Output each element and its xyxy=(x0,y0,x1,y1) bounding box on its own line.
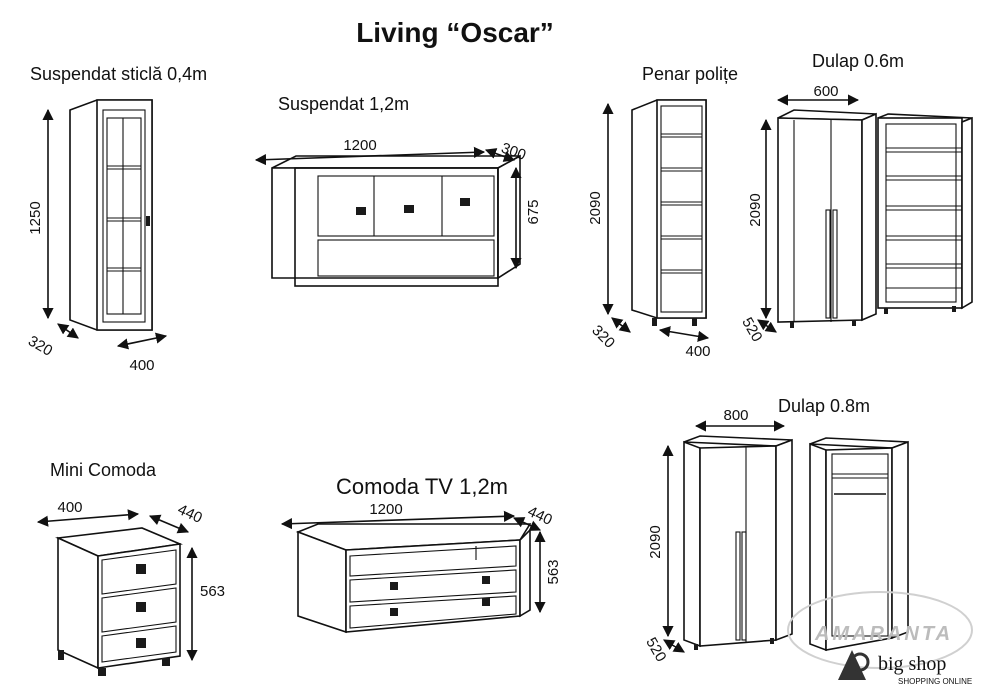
watermark-tagline: SHOPPING ONLINE xyxy=(898,677,972,686)
dulap-06-group: Dulap 0.6m 600 2090 5 xyxy=(738,51,973,345)
mini-comoda-width: 400 xyxy=(57,499,82,516)
suspendat-sticla-group: Suspendat sticlă 0,4m 1250 320 400 xyxy=(25,64,207,374)
mini-comoda-height: 563 xyxy=(200,583,225,600)
bigshop-logo-icon xyxy=(838,650,870,680)
page-title: Living “Oscar” xyxy=(356,17,554,48)
comoda-tv-width: 1200 xyxy=(369,501,402,518)
suspendat-12-width: 1200 xyxy=(343,137,376,154)
dulap-08-width: 800 xyxy=(723,407,748,424)
suspendat-12-group: Suspendat 1,2m 1200 300 675 xyxy=(254,94,542,287)
watermark-brand: big shop xyxy=(878,653,946,675)
penar-height: 2090 xyxy=(587,191,604,224)
mini-comoda-depth: 440 xyxy=(175,501,205,527)
penar-group: Penar polițe 2090 320 400 xyxy=(587,64,738,360)
dulap-06-height: 2090 xyxy=(747,193,764,226)
watermark-mark: AMARANTA xyxy=(814,623,953,645)
mini-comoda-group: Mini Comoda 400 440 563 xyxy=(36,460,225,676)
dulap-06-label: Dulap 0.6m xyxy=(812,51,904,71)
watermark: AMARANTA big shop SHOPPING ONLINE xyxy=(787,591,973,686)
penar-label: Penar polițe xyxy=(642,64,738,84)
dulap-06-width: 600 xyxy=(813,83,838,100)
penar-depth: 320 xyxy=(588,322,618,352)
dulap-06-depth: 520 xyxy=(738,315,765,345)
dulap-08-group: Dulap 0.8m 800 2090 520 xyxy=(642,396,909,665)
suspendat-sticla-height: 1250 xyxy=(27,201,44,234)
suspendat-sticla-label: Suspendat sticlă 0,4m xyxy=(30,64,207,84)
suspendat-12-height: 675 xyxy=(525,199,542,224)
mini-comoda-label: Mini Comoda xyxy=(50,460,157,480)
dulap-08-label: Dulap 0.8m xyxy=(778,396,870,416)
suspendat-12-label: Suspendat 1,2m xyxy=(278,94,409,114)
comoda-tv-height: 563 xyxy=(545,559,562,584)
comoda-tv-label: Comoda TV 1,2m xyxy=(336,474,508,499)
penar-width: 400 xyxy=(685,343,710,360)
suspendat-sticla-width: 400 xyxy=(129,357,154,374)
dulap-08-height: 2090 xyxy=(647,525,664,558)
comoda-tv-group: Comoda TV 1,2m 1200 440 563 xyxy=(280,474,562,634)
dulap-08-depth: 520 xyxy=(642,635,669,665)
suspendat-sticla-depth: 320 xyxy=(25,332,55,359)
